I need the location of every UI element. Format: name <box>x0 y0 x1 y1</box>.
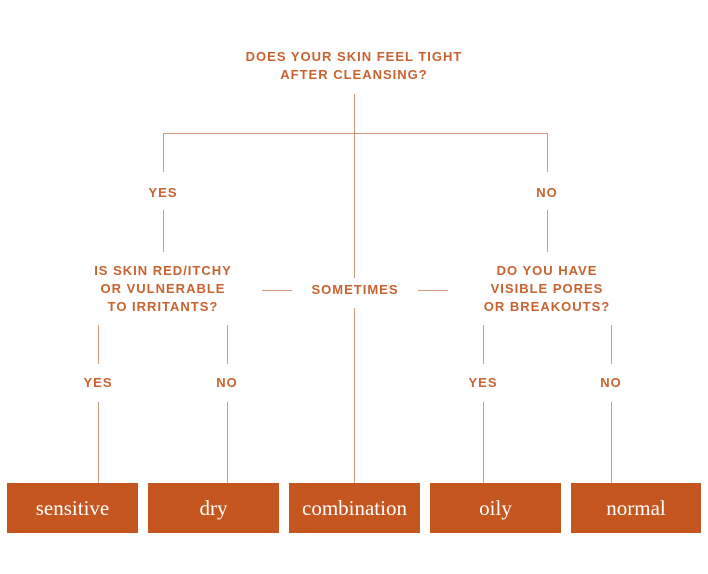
question-right-line-2: VISIBLE PORES <box>490 281 604 296</box>
question-right-line-1: DO YOU HAVE <box>496 263 598 278</box>
result-box-oily: oily <box>430 483 561 533</box>
label-left-no: NO <box>216 375 238 390</box>
question-right: DO YOU HAVE VISIBLE PORES OR BREAKOUTS? <box>457 262 637 316</box>
result-label-normal: normal <box>606 495 666 520</box>
question-root-line-1: DOES YOUR SKIN FEEL TIGHT <box>245 49 463 64</box>
result-box-normal: normal <box>571 483 701 533</box>
question-root-line-2: AFTER CLEANSING? <box>280 67 428 82</box>
label-left-yes: YES <box>83 375 113 390</box>
result-label-dry: dry <box>199 495 228 520</box>
question-left: IS SKIN RED/ITCHY OR VULNERABLE TO IRRIT… <box>73 262 253 316</box>
label-root-yes: YES <box>148 185 178 200</box>
question-left-line-2: OR VULNERABLE <box>100 281 226 296</box>
label-root-sometimes: SOMETIMES <box>311 282 399 297</box>
result-box-sensitive: sensitive <box>7 483 138 533</box>
question-right-line-3: OR BREAKOUTS? <box>483 299 611 314</box>
label-right-yes: YES <box>468 375 498 390</box>
label-root-no: NO <box>536 185 558 200</box>
result-label-combination: combination <box>302 495 407 520</box>
result-box-dry: dry <box>148 483 279 533</box>
question-root: DOES YOUR SKIN FEEL TIGHT AFTER CLEANSIN… <box>204 48 504 84</box>
label-right-no: NO <box>600 375 622 390</box>
result-label-oily: oily <box>479 495 512 520</box>
question-left-line-1: IS SKIN RED/ITCHY <box>94 263 232 278</box>
result-box-combination: combination <box>289 483 420 533</box>
result-label-sensitive: sensitive <box>35 495 110 520</box>
question-left-line-3: TO IRRITANTS? <box>107 299 219 314</box>
